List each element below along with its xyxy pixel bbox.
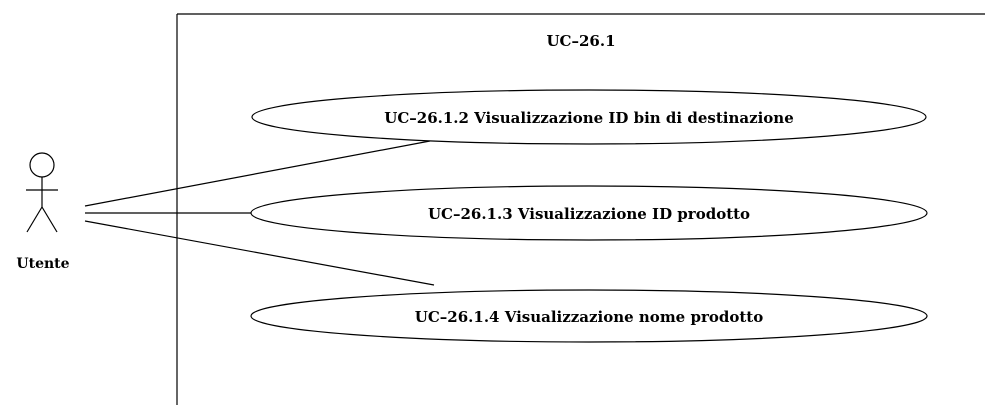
- association-line-uc-26-1-2: [84, 140, 431, 207]
- use-case-uc-26-1-4[interactable]: UC–26.1.4 Visualizzazione nome prodotto: [250, 289, 928, 343]
- actor-head-icon: [29, 152, 55, 178]
- actor-utente[interactable]: Utente: [16, 152, 70, 272]
- actor-left-leg: [26, 206, 43, 233]
- use-case-ellipse: [251, 89, 927, 145]
- system-title: UC–26.1: [546, 32, 615, 50]
- use-case-uc-26-1-3[interactable]: UC–26.1.3 Visualizzazione ID prodotto: [250, 185, 928, 241]
- system-boundary: [176, 13, 985, 405]
- use-case-label: UC–26.1.3 Visualizzazione ID prodotto: [428, 205, 750, 223]
- use-case-label: UC–26.1.2 Visualizzazione ID bin di dest…: [384, 109, 794, 127]
- actor-right-leg: [41, 206, 58, 233]
- use-case-ellipse: [250, 185, 928, 241]
- association-line-uc-26-1-4: [84, 220, 435, 286]
- actor-label: Utente: [16, 256, 69, 272]
- use-case-label: UC–26.1.4 Visualizzazione nome prodotto: [415, 308, 763, 326]
- use-case-ellipse: [250, 289, 928, 343]
- use-case-uc-26-1-2[interactable]: UC–26.1.2 Visualizzazione ID bin di dest…: [251, 89, 927, 145]
